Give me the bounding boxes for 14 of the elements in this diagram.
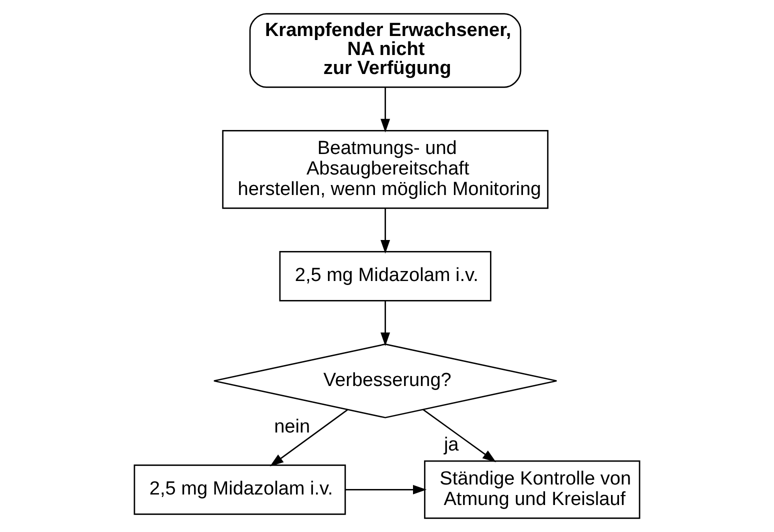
arrow <box>270 409 348 466</box>
edge-label: nein <box>274 416 310 438</box>
arrow <box>380 87 390 132</box>
arrow <box>380 208 390 254</box>
arrow <box>422 409 496 462</box>
node-box: Beatmungs- und Absaugbereitschaft herstellen, wenn möglich Monitoring <box>222 130 548 209</box>
edge-label: ja <box>444 434 459 456</box>
node-box: Ständige Kontrolle von Atmung und Kreislauf <box>424 460 640 519</box>
node-diamond: Verbesserung? <box>213 343 558 418</box>
node-box: Krampfender Erwachsener, NA nicht zur Verfügung <box>249 13 522 88</box>
node-box: 2,5 mg Midazolam i.v. <box>279 251 492 302</box>
arrow <box>345 484 427 494</box>
node-box: 2,5 mg Midazolam i.v. <box>134 464 346 515</box>
arrow <box>380 300 390 346</box>
